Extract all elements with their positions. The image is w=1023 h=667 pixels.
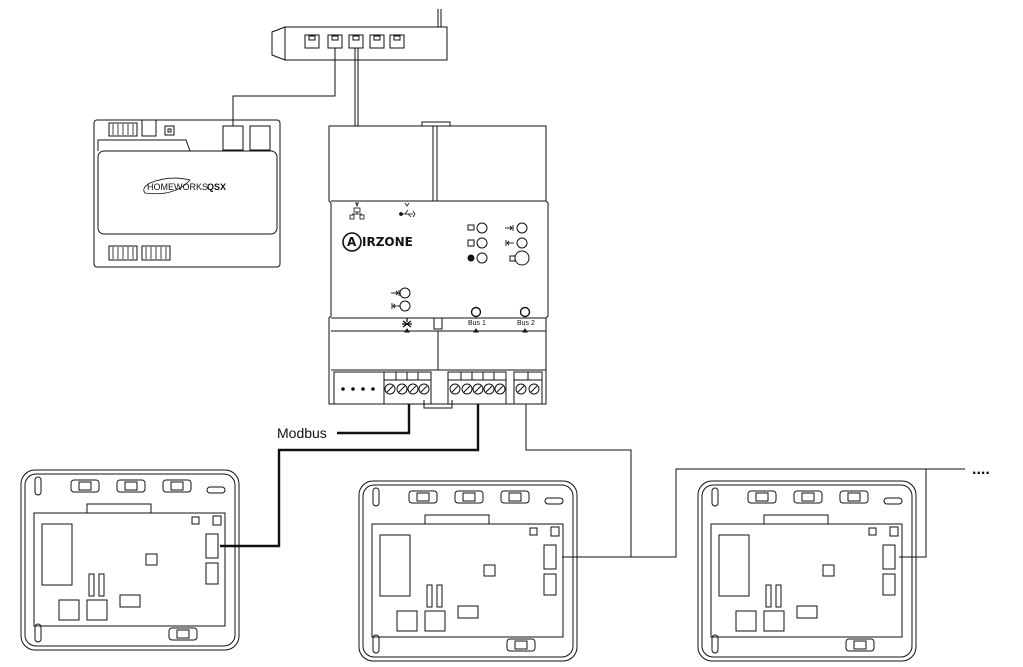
ethernet-cable-airzone <box>354 48 359 126</box>
ethernet-icon <box>349 202 365 220</box>
terminal-block-bus2 <box>513 371 543 405</box>
bus1-wire <box>220 404 480 548</box>
thermostat-1 <box>20 469 240 651</box>
bus1-label: Bus 1 <box>468 320 486 327</box>
modbus-label: Modbus <box>277 425 327 441</box>
arrow-icons <box>391 225 514 309</box>
bus1-logo-icon <box>470 306 482 318</box>
terminal-block-bus1 <box>447 371 507 405</box>
terminal-block-power <box>333 371 385 405</box>
fan-icon <box>402 318 412 328</box>
network-router <box>271 9 448 61</box>
continuation-dots: .... <box>972 461 990 478</box>
airzone-brand-label: IRZONE <box>362 235 413 249</box>
homeworks-brand-label: HOMEWORKS <box>147 182 208 192</box>
airzone-logo-letter: A <box>347 235 357 249</box>
terminal-block-modbus <box>383 371 432 405</box>
airzone-webserver <box>328 121 549 409</box>
airzone-logo-ring <box>342 232 362 252</box>
usb-icon <box>399 202 416 218</box>
bus2-label: Bus 2 <box>517 320 535 327</box>
thermostat-2 <box>358 480 578 662</box>
status-leds <box>399 222 530 312</box>
modbus-wire <box>337 404 411 435</box>
homeworks-logo-swoosh <box>143 177 191 195</box>
bus2-logo-icon <box>519 306 531 318</box>
homeworks-model-label: QSX <box>207 182 226 192</box>
thermostat-3 <box>697 480 917 662</box>
ethernet-cable-homeworks <box>232 48 336 126</box>
router-ports <box>304 34 405 49</box>
bus2-wire <box>525 404 965 558</box>
homeworks-qsx-processor <box>93 119 281 268</box>
